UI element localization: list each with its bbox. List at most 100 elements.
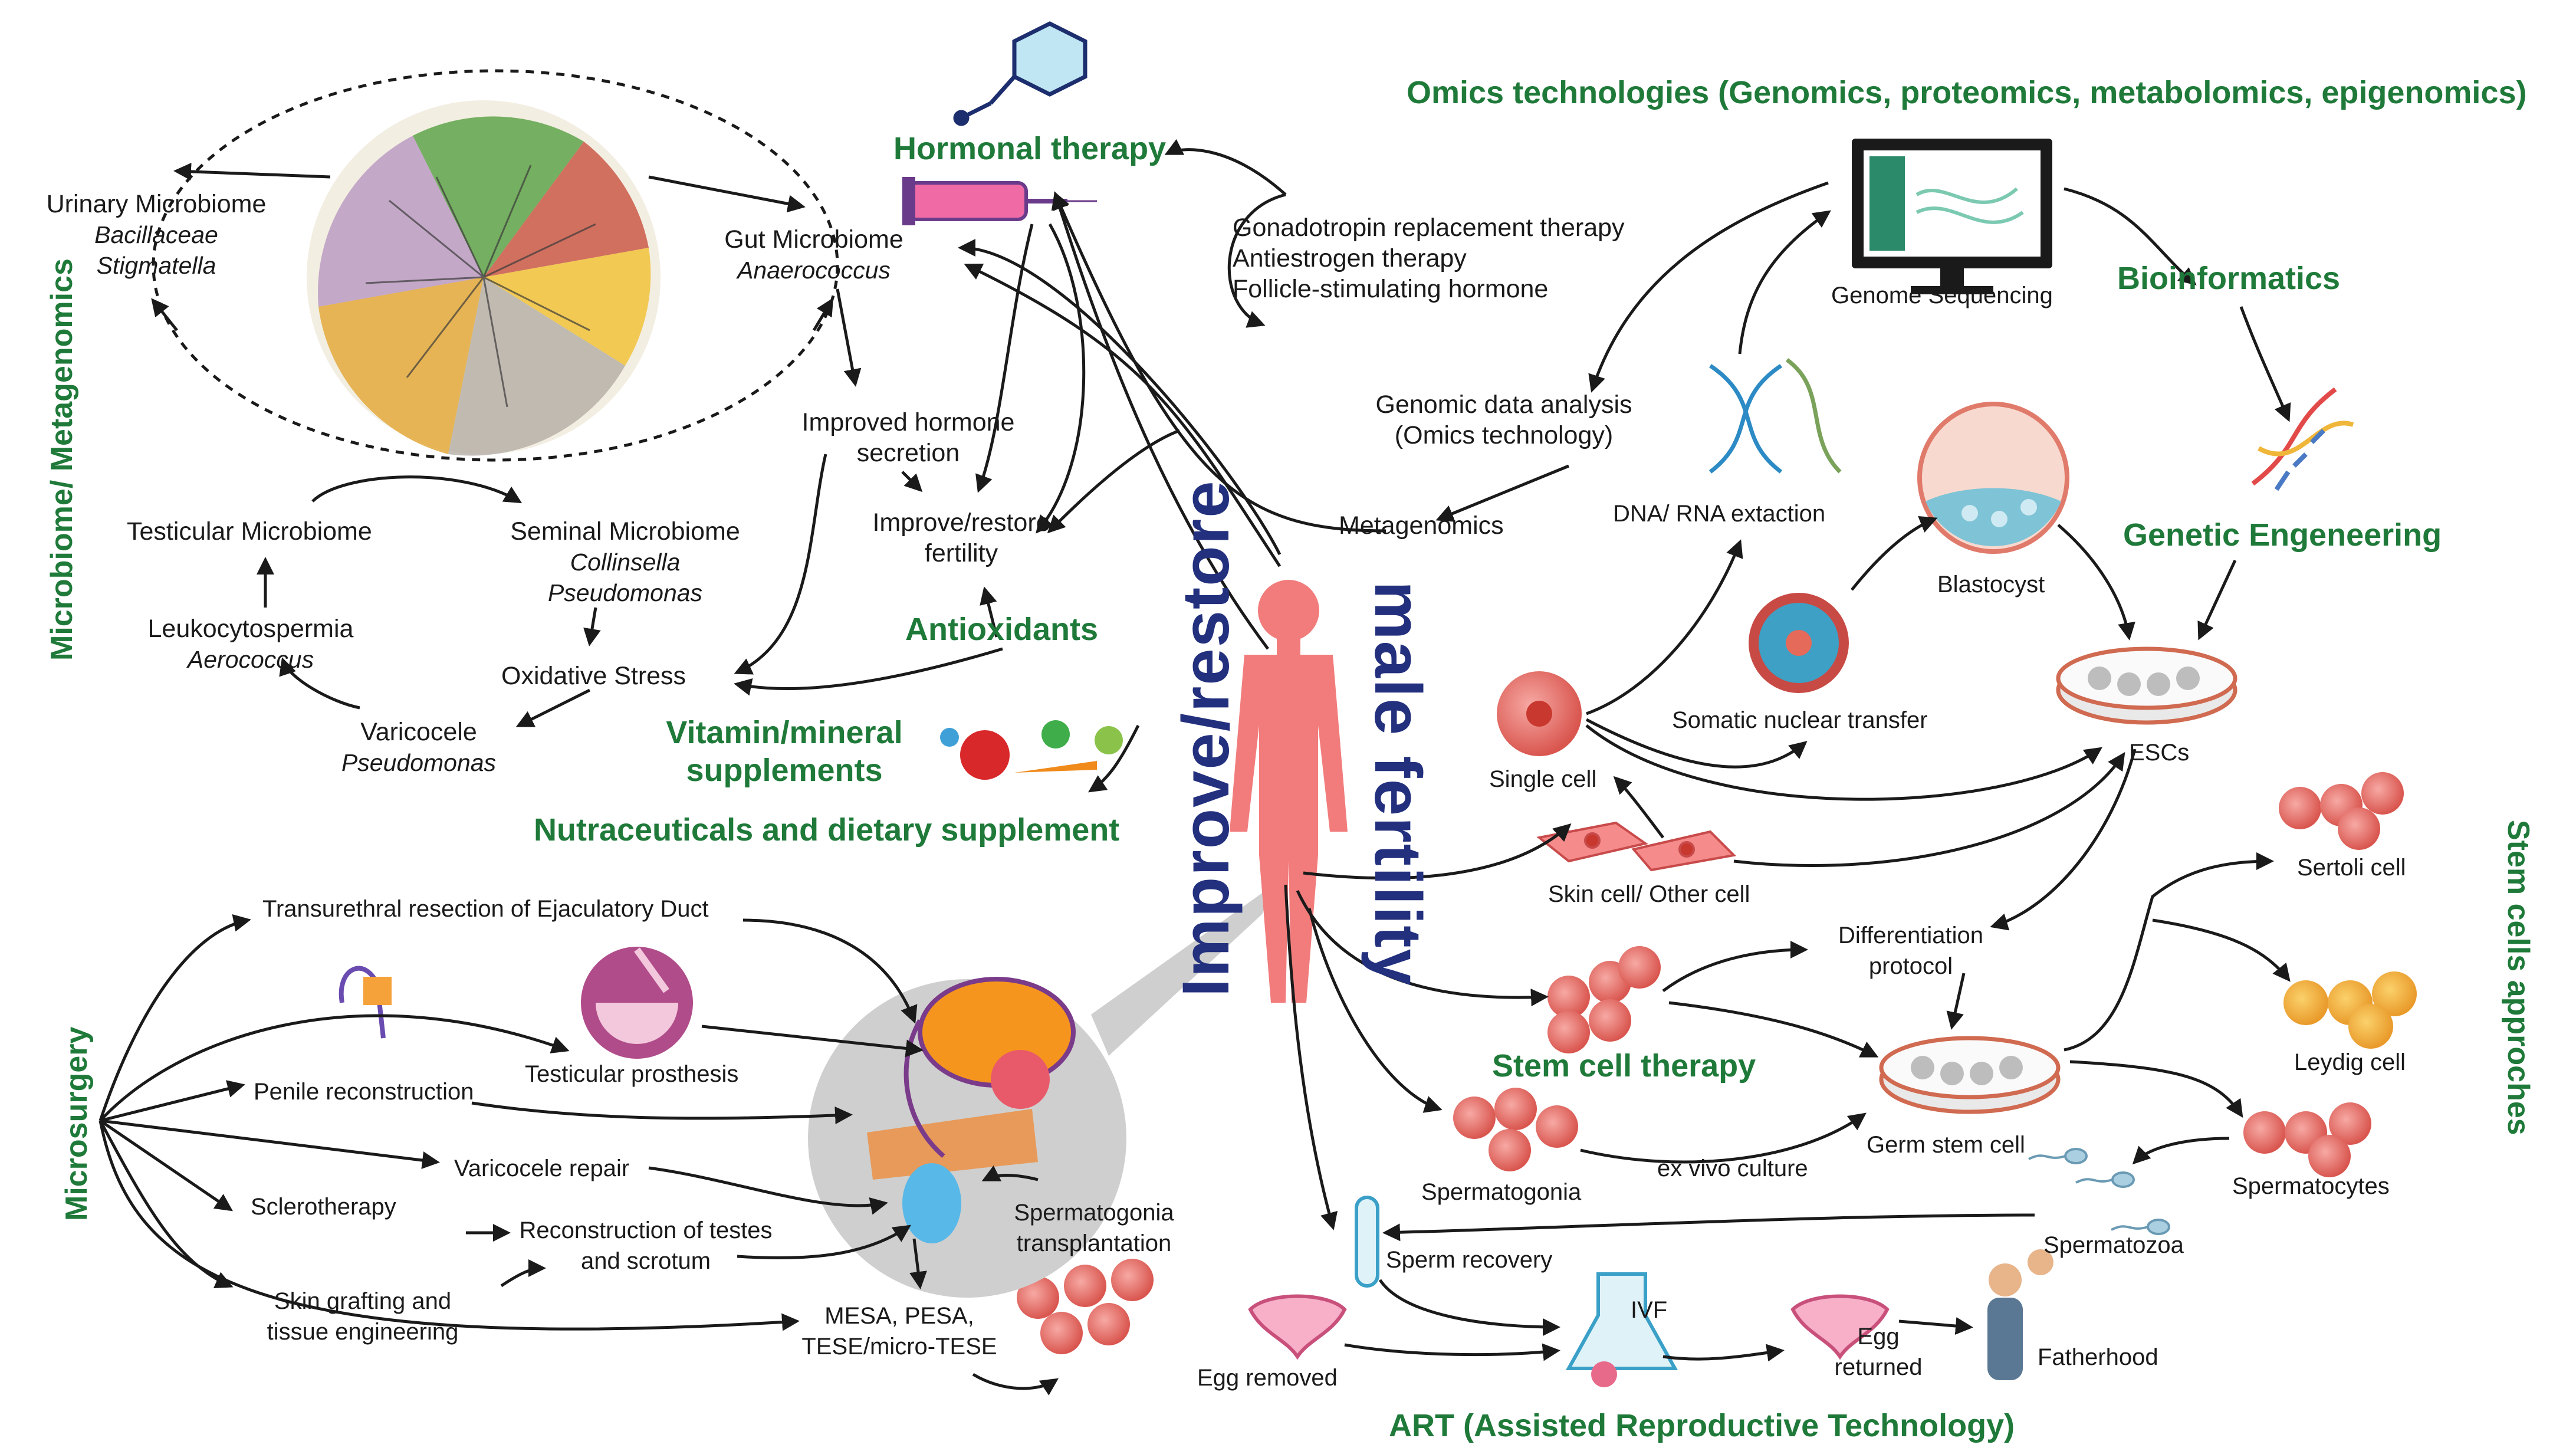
urinary-taxon-1: Bacillaceae — [94, 221, 218, 248]
skin-graft-label: Skin grafting and tissue engineering — [267, 1286, 459, 1347]
oxidative-stress-label: Oxidative Stress — [501, 662, 686, 690]
urinary-microbiome-name: Urinary Microbiome — [46, 190, 267, 218]
mesa-line2: TESE/micro-TESE — [801, 1334, 997, 1360]
bioinformatics-title: Bioinformatics — [2117, 261, 2341, 296]
metagenomics-label: Metagenomics — [1339, 511, 1504, 540]
egg-returned-line1: Egg — [1857, 1324, 1900, 1350]
somatic-cell-icon — [1749, 593, 1849, 693]
antioxidants-title: Antioxidants — [905, 612, 1099, 647]
testicular-microbiome-label: Testicular Microbiome — [127, 517, 372, 546]
spermatozoa-label: Spermatozoa — [2043, 1232, 2184, 1258]
phylo-wedge-green — [413, 116, 584, 277]
microbiome-dashed-ellipse — [152, 69, 839, 462]
leukocytospermia-label: Leukocytospermia Aerococcus — [148, 613, 354, 675]
fruit-vegetable-icon — [940, 720, 1123, 780]
hormone-secretion-label: Improved hormone secretion — [802, 407, 1015, 468]
leukocytospermia-taxon: Aerococcus — [187, 646, 314, 673]
hormonal-item-1: Gonadotropin replacement therapy — [1233, 214, 1625, 242]
spermatogonia-cells-icon — [1453, 1088, 1578, 1171]
microsurgery-side-title: Microsurgery — [60, 1026, 94, 1221]
somatic-label: Somatic nuclear transfer — [1672, 707, 1928, 733]
egg-returned-label: Egg returned — [1835, 1321, 1923, 1383]
test-tube-icon — [1355, 1196, 1379, 1288]
phylo-wedge-orange — [318, 277, 484, 454]
genetic-engineering-title: Genetic Engeneering — [2123, 517, 2442, 553]
fatherhood-label: Fatherhood — [2038, 1344, 2158, 1370]
mesa-line1: MESA, PESA, — [824, 1303, 974, 1329]
genomic-data-line1: Genomic data analysis — [1375, 390, 1632, 419]
penile-reconstruction-icon — [339, 966, 392, 1039]
varicocele-repair-label: Varicocele repair — [454, 1155, 630, 1181]
sclerotherapy-label: Sclerotherapy — [251, 1194, 396, 1220]
germ-stem-cell-dish-icon — [1879, 1036, 2061, 1114]
spermatozoa-icon — [2028, 1148, 2170, 1235]
escs-label: ESCs — [2129, 740, 2190, 766]
gut-microbiome-label: Gut Microbiome Anaerococcus — [724, 224, 903, 285]
syringe-icon — [902, 177, 1097, 225]
mesa-label: MESA, PESA, TESE/micro-TESE — [801, 1301, 997, 1362]
restore-fertility-label: Improve/restore fertility — [872, 507, 1050, 569]
differentiation-line1: Differentiation — [1838, 923, 1984, 948]
microbiome-cluster — [152, 69, 839, 462]
leydig-label: Leydig cell — [2294, 1049, 2406, 1075]
uterus-icon-2 — [1790, 1294, 1890, 1360]
reconstruction-line2: and scrotum — [580, 1248, 711, 1274]
spermatocytes-label: Spermatocytes — [2232, 1173, 2390, 1199]
sperm-recovery-label: Sperm recovery — [1386, 1247, 1553, 1273]
differentiation-line2: protocol — [1868, 953, 1953, 979]
hormone-secretion-line1: Improved hormone — [801, 408, 1015, 436]
varicocele-label: Varicocele Pseudomonas — [341, 717, 496, 778]
vitamins-title-line1: Vitamin/mineral — [666, 715, 903, 750]
restore-fertility-line2: fertility — [924, 539, 998, 567]
genetic-engineering-dna-icon — [2251, 387, 2354, 491]
turd-label: Transurethral resection of Ejaculatory D… — [262, 896, 709, 922]
phylo-wedge-red — [484, 142, 649, 277]
skin-graft-line2: tissue engineering — [267, 1319, 459, 1345]
tese-cells-icon — [1017, 1259, 1154, 1354]
ivf-flask-icon — [1565, 1272, 1678, 1387]
hormone-molecule-icon — [953, 21, 1087, 126]
differentiation-label: Differentiation protocol — [1838, 920, 1983, 981]
egg-returned-line2: returned — [1834, 1354, 1923, 1380]
ivf-label: IVF — [1631, 1297, 1668, 1323]
seminal-taxon-2: Pseudomonas — [547, 579, 703, 606]
escs-dish-icon — [2056, 646, 2237, 725]
varicocele-name: Varicocele — [360, 718, 477, 746]
seminal-taxon-1: Collinsella — [570, 549, 681, 576]
sg-transplant-line2: transplantation — [1016, 1230, 1172, 1256]
father-icon — [1987, 1249, 2053, 1380]
reconstruction-label: Reconstruction of testes and scrotum — [519, 1215, 772, 1276]
urinary-taxon-2: Stigmatella — [96, 252, 216, 279]
gut-microbiome-name: Gut Microbiome — [724, 225, 903, 254]
stem-cell-therapy-title: Stem cell therapy — [1492, 1048, 1756, 1084]
reconstruction-line1: Reconstruction of testes — [519, 1217, 773, 1243]
skin-cell-icon — [1536, 821, 1737, 872]
human-body-silhouette — [1230, 580, 1348, 1003]
testicular-prosthesis-icon — [581, 947, 693, 1059]
leydig-cells-icon — [2283, 971, 2417, 1049]
dna-rna-label: DNA/ RNA extaction — [1613, 501, 1826, 527]
egg-removed-label: Egg removed — [1197, 1365, 1338, 1391]
center-left-title: Improve/restore — [1169, 480, 1243, 997]
restore-fertility-line1: Improve/restore — [872, 508, 1050, 537]
uterus-icon — [1248, 1294, 1347, 1360]
sertoli-cells-icon — [2279, 772, 2404, 850]
blastocyst-icon — [1917, 402, 2069, 554]
hormonal-list: Gonadotropin replacement therapy Antiest… — [1233, 212, 1625, 304]
seminal-microbiome-name: Seminal Microbiome — [510, 517, 740, 546]
phylo-wedge-yellow — [484, 248, 651, 366]
spermatocytes-icon — [2243, 1102, 2371, 1177]
hormonal-therapy-title: Hormonal therapy — [893, 131, 1167, 166]
single-cell-label: Single cell — [1489, 766, 1597, 792]
genome-sequencing-label: Genome Sequencing — [1831, 283, 2053, 308]
germ-stem-cell-label: Germ stem cell — [1867, 1132, 2025, 1158]
vitamins-title: Vitamin/mineral supplements — [666, 714, 902, 789]
urinary-microbiome-label: Urinary Microbiome Bacillaceae Stigmatel… — [47, 189, 267, 281]
leukocytospermia-name: Leukocytospermia — [147, 615, 354, 643]
dna-helix-icon — [1708, 358, 1842, 474]
genomic-data-line2: (Omics technology) — [1394, 421, 1614, 449]
exvivo-label: ex vivo culture — [1657, 1155, 1808, 1181]
sg-transplant-label: Spermatogonia transplantation — [1014, 1197, 1174, 1259]
hormonal-item-3: Follicle-stimulating hormone — [1233, 275, 1549, 303]
